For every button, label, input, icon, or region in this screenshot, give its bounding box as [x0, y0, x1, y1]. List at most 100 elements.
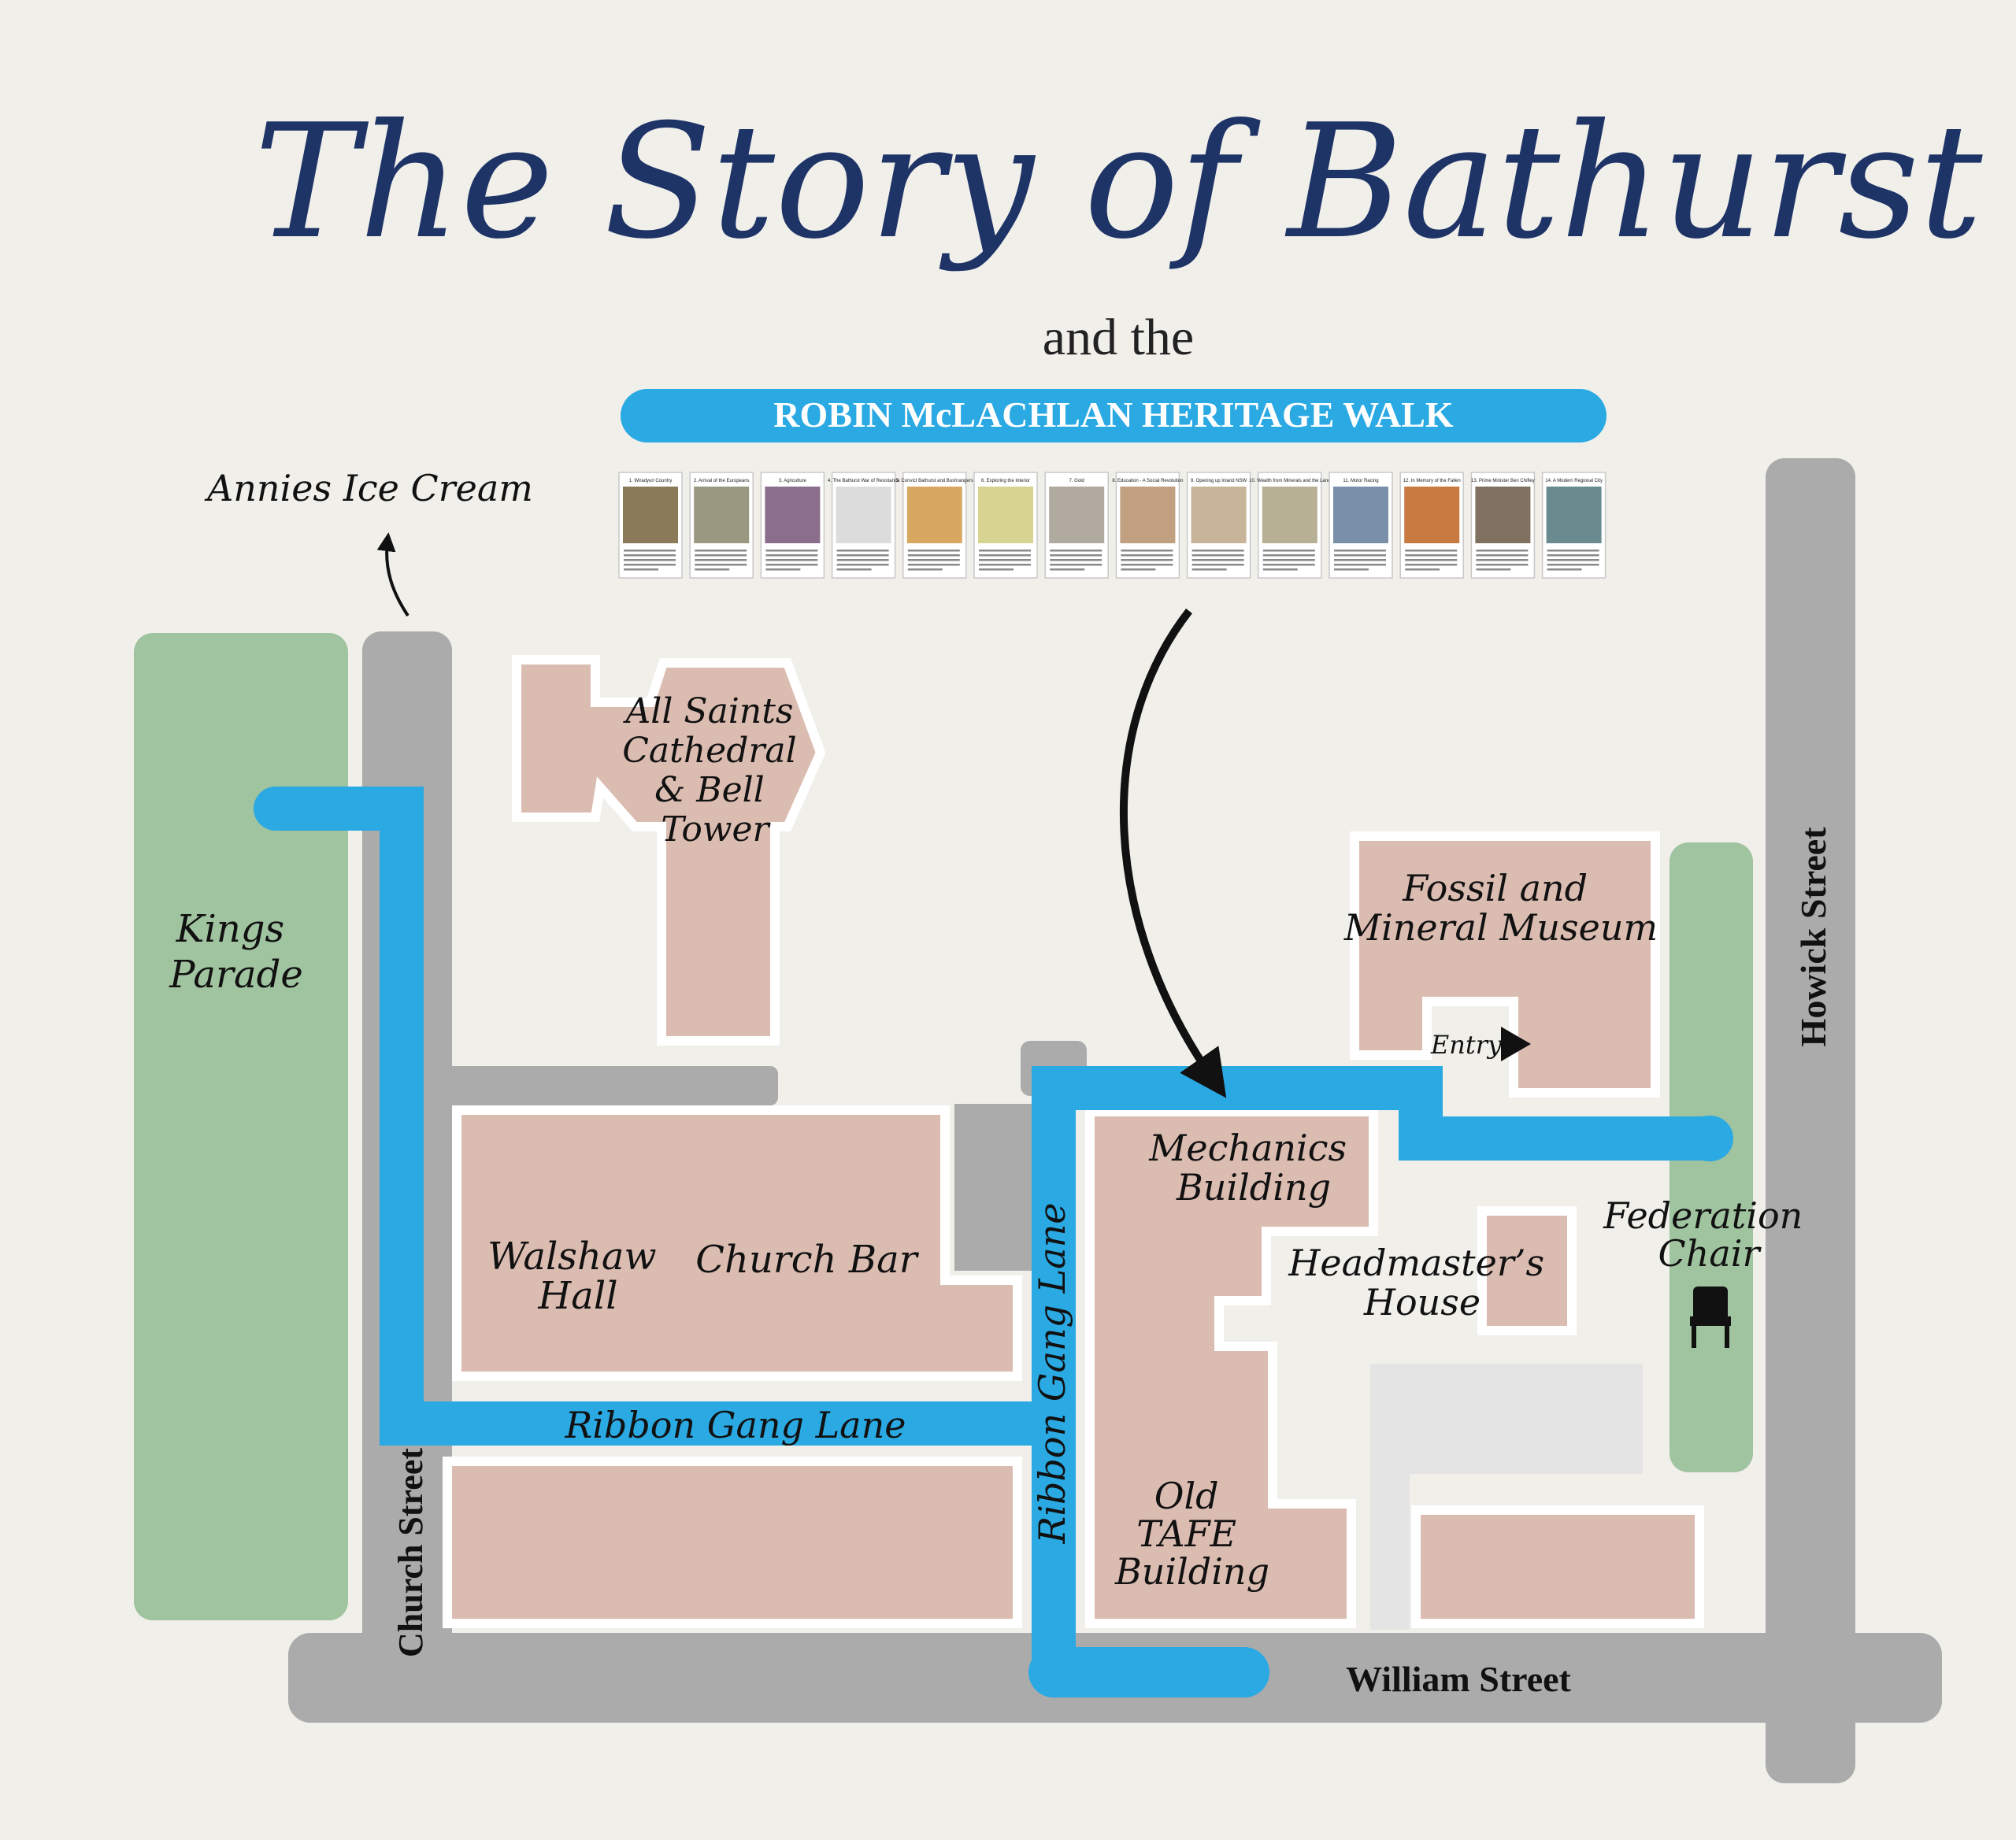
- panel-text-line: [695, 559, 747, 561]
- panel-title: 1. Wiradyuri Country: [629, 479, 673, 483]
- panel-text-line: [1121, 554, 1173, 557]
- heritage-panel-thumbnail: 9. Opening up Inland NSW: [1186, 472, 1251, 579]
- panel-image: [836, 487, 891, 543]
- panel-text-line: [979, 568, 1014, 571]
- headmasters-house-building: [1477, 1206, 1577, 1335]
- heritage-panel-thumbnail: 13. Prime Minister Ben Chifley: [1470, 472, 1536, 579]
- ribbon-gang-lane-horizontal-label: Ribbon Gang Lane: [565, 1404, 906, 1446]
- annies-arrow-icon: [376, 532, 410, 617]
- kings-parade-label-line: Kings: [176, 907, 284, 951]
- panel-title: 12. In Memory of the Fallen: [1403, 479, 1461, 483]
- mechanics-building-label: Mechanics Building: [1148, 1127, 1358, 1209]
- panel-title: 4. The Bathurst War of Resistance: [828, 479, 900, 483]
- panel-image: [906, 487, 962, 543]
- panel-text-line: [979, 564, 1031, 566]
- map-title: The Story of Bathurst: [254, 91, 1984, 274]
- panel-text-line: [624, 554, 676, 557]
- panel-text-line: [836, 564, 889, 566]
- map-subtitle: and the: [1043, 309, 1194, 366]
- panel-title: 3. Agriculture: [779, 479, 807, 483]
- heritage-panel-thumbnails: 1. Wiradyuri Country 2. Arrival of the Eu…: [618, 472, 1606, 579]
- panel-text-line: [1405, 554, 1458, 557]
- panel-text-line: [1262, 550, 1315, 552]
- heritage-walk-banner-text: ROBIN McLACHLAN HERITAGE WALK: [773, 394, 1454, 435]
- panel-text-line: [979, 559, 1031, 561]
- heritage-panel-thumbnail: 7. Gold: [1044, 472, 1109, 579]
- panel-image: [978, 487, 1033, 543]
- panel-text-line: [1405, 550, 1458, 552]
- panel-image: [1333, 487, 1388, 543]
- cathedral-label-line: Cathedral: [622, 731, 796, 771]
- panel-text-line: [1476, 559, 1529, 561]
- heritage-panel-thumbnail: 8. Education - A Social Revolution: [1112, 472, 1183, 579]
- panel-text-line: [1334, 550, 1386, 552]
- mechanics-tafe-building: [1085, 1107, 1378, 1628]
- headmasters-house-label-line: Headmaster’s: [1288, 1242, 1544, 1284]
- panel-text-line: [1050, 564, 1102, 566]
- panel-text-line: [1191, 568, 1227, 571]
- panel-text-line: [979, 550, 1031, 552]
- panel-text-line: [1262, 554, 1315, 557]
- kings-parade-label: Kings Parade: [169, 907, 302, 997]
- panel-text-line: [1334, 564, 1386, 566]
- fossil-museum-label-line: Mineral Museum: [1343, 906, 1658, 949]
- panel-text-line: [695, 554, 747, 557]
- walk-route-central: [1032, 1066, 1709, 1682]
- panel-text-line: [624, 564, 676, 566]
- panel-title: 10. Wealth from Minerals and the Land: [1249, 479, 1330, 483]
- panel-title: 2. Arrival of the Europeans: [694, 479, 750, 483]
- panel-text-line: [765, 554, 818, 557]
- panel-text-line: [836, 554, 889, 557]
- panel-title: 13. Prime Minister Ben Chifley: [1471, 479, 1535, 483]
- panel-text-line: [1476, 564, 1529, 566]
- panel-text-line: [1050, 550, 1102, 552]
- walshaw-church-bar-building: [452, 1105, 1022, 1381]
- panel-image: [765, 487, 821, 543]
- panel-text-line: [836, 568, 872, 571]
- panel-text-line: [624, 550, 676, 552]
- heritage-walk-route: [254, 787, 1733, 1697]
- panel-text-line: [1121, 564, 1173, 566]
- panel-text-line: [1191, 564, 1244, 566]
- fossil-museum-label-line: Fossil and: [1402, 867, 1588, 909]
- panel-text-line: [1476, 554, 1529, 557]
- panel-text-line: [1121, 568, 1156, 571]
- roads: [288, 458, 1942, 1783]
- entry-triangle-icon: [1501, 1027, 1531, 1061]
- panel-text-line: [907, 559, 960, 561]
- panel-image: [1191, 487, 1247, 543]
- heritage-panel-thumbnail: 1. Wiradyuri Country: [618, 472, 683, 579]
- annies-ice-cream-label: Annies Ice Cream: [204, 467, 533, 509]
- south-building-east: [1411, 1505, 1704, 1628]
- panel-text-line: [1121, 550, 1173, 552]
- heritage-panel-thumbnail: 14. A Modern Regional City: [1541, 472, 1606, 579]
- panel-text-line: [907, 568, 943, 571]
- panel-text-line: [1262, 559, 1315, 561]
- panel-text-line: [907, 554, 960, 557]
- panel-title: 14. A Modern Regional City: [1545, 479, 1603, 483]
- cathedral-label-line: & Bell: [654, 770, 765, 810]
- heritage-panel-thumbnail: 11. Motor Racing: [1329, 472, 1393, 579]
- panel-image: [1049, 487, 1105, 543]
- panel-text-line: [1547, 559, 1599, 561]
- william-street-label: William Street: [1346, 1659, 1571, 1699]
- headmasters-house-label-line: House: [1363, 1281, 1480, 1324]
- kings-parade-label-line: Parade: [169, 953, 302, 997]
- panel-text-line: [695, 550, 747, 552]
- panel-text-line: [1405, 564, 1458, 566]
- panel-image: [1546, 487, 1602, 543]
- panel-text-line: [1334, 559, 1386, 561]
- panel-text-line: [1547, 564, 1599, 566]
- cathedral-label: All Saints Cathedral & Bell Tower: [622, 691, 807, 850]
- panel-text-line: [765, 550, 818, 552]
- buildings: [443, 655, 1704, 1628]
- panel-text-line: [1334, 568, 1369, 571]
- ribbon-gang-lane-vertical-label: Ribbon Gang Lane: [1031, 1203, 1073, 1545]
- heritage-walk-banner: [621, 389, 1606, 442]
- federation-chair-label-line: Federation: [1603, 1194, 1803, 1237]
- headmasters-house-label: Headmaster’s House: [1288, 1242, 1555, 1324]
- cathedral-label-line: All Saints: [623, 691, 794, 731]
- heritage-panel-thumbnail: 12. In Memory of the Fallen: [1399, 472, 1464, 579]
- church-street-label: Church Street: [391, 1448, 430, 1657]
